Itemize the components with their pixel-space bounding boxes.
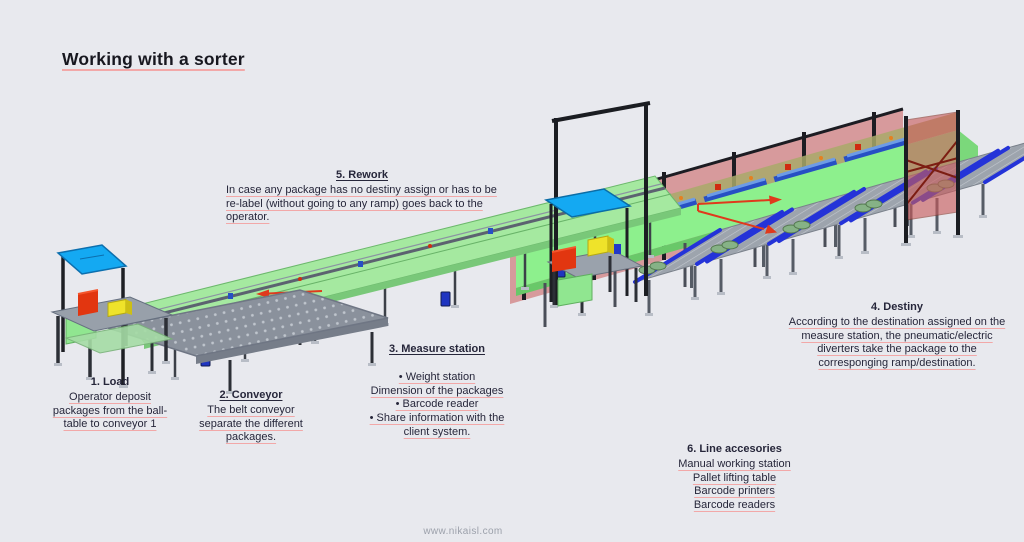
storage-box (557, 273, 593, 307)
ramp-motor (854, 199, 883, 213)
ramp-motor (710, 240, 739, 254)
annotation-title: 1. Load (90, 376, 130, 388)
annotation-line-accessories: 6. Line accesories Manual working statio… (652, 443, 817, 513)
annotation-conveyor: 2. Conveyor The belt conveyor separate t… (186, 389, 316, 445)
ramp-motor (782, 220, 811, 234)
annotation-measure-station: 3. Measure station • Weight station Dime… (348, 343, 526, 440)
annotation-line: Manual working station (678, 457, 791, 470)
canopy (56, 244, 128, 275)
annotation-title: 5. Rework (336, 169, 388, 181)
annotation-line: Barcode readers (693, 499, 776, 511)
package-box (107, 298, 127, 318)
annotation-line: • Share information with the (369, 412, 505, 424)
annotation-line: Dimension of the packages (370, 384, 504, 397)
belt-sensors (228, 228, 493, 299)
monitor-panel (552, 247, 576, 272)
monitor-panel (78, 290, 98, 316)
annotation-line: table to conveyor 1 (63, 418, 157, 431)
annotation-line: Operator deposit (69, 390, 151, 403)
sorter-arrow-right (697, 195, 782, 205)
footer-url: www.nikaisl.com (423, 526, 503, 537)
annotation-destiny: 4. Destiny According to the destination … (783, 301, 1011, 371)
canopy (544, 188, 632, 218)
annotation-line: The belt conveyor (207, 403, 295, 416)
annotation-rework: 5. Rework In case any package has no des… (226, 169, 498, 225)
package-box (587, 235, 609, 257)
annotation-line: packages from the ball- (52, 404, 168, 417)
annotation-line: packages. (225, 431, 277, 444)
annotation-line: diverters take the package to the (817, 343, 977, 356)
ramp (633, 210, 784, 316)
lower-shelf (64, 323, 174, 354)
ball-table (107, 289, 389, 394)
annotation-line: re-label (without going to any ramp) goe… (226, 197, 483, 210)
annotation-title: 4. Destiny (871, 301, 923, 313)
diverter (773, 156, 839, 188)
annotation-line: operator. (226, 211, 270, 224)
sorter-arrow-diagonal (697, 204, 777, 234)
measure-workstation (544, 101, 651, 316)
diverter (703, 176, 769, 208)
annotation-title: 2. Conveyor (219, 389, 283, 401)
annotation-line: • Barcode reader (395, 398, 479, 411)
annotation-line: client system. (403, 425, 471, 438)
annotation-line: According to the destination assigned on… (788, 315, 1006, 328)
diverter (843, 136, 909, 168)
annotation-title: 3. Measure station (389, 343, 485, 355)
annotation-line: separate the different (199, 417, 303, 430)
annotation-line: Barcode printers (694, 485, 775, 498)
annotation-line: In case any package has no destiny assig… (226, 183, 497, 196)
annotation-line: corresponging ramp/destination. (818, 357, 976, 369)
load-workstation (50, 244, 174, 388)
annotation-load: 1. Load Operator deposit packages from t… (28, 376, 192, 432)
annotation-line: measure station, the pneumatic/electric (801, 329, 993, 342)
annotation-line: • Weight station (398, 370, 476, 383)
annotation-title: 6. Line accesories (687, 443, 782, 455)
ramp (705, 189, 856, 295)
sorter-flow-arrows (697, 195, 782, 234)
annotation-line: Pallet lifting table (692, 471, 777, 484)
end-gate (901, 110, 963, 246)
page-title: Working with a sorter (62, 49, 245, 69)
